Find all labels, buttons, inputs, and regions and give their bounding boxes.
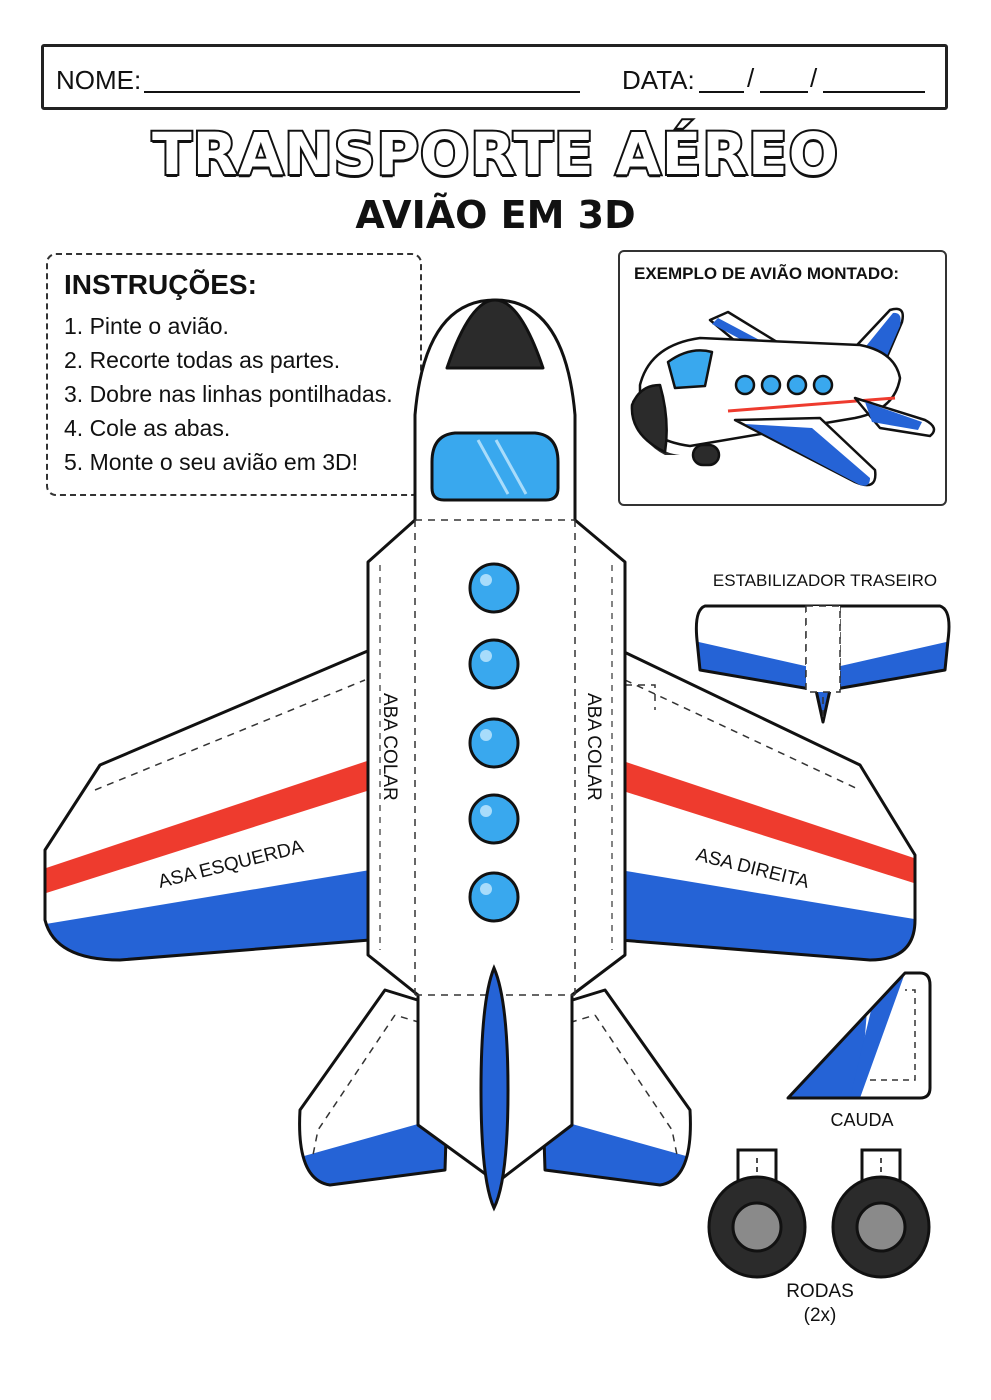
vertical-fin	[479, 964, 510, 1212]
page-subtitle: AVIÃO EM 3D	[355, 193, 636, 237]
fuselage	[366, 298, 627, 1212]
wheel-right	[831, 1148, 931, 1279]
example-label: EXEMPLO DE AVIÃO MONTADO:	[634, 264, 900, 283]
date-slash: /	[810, 63, 818, 93]
tab-left-label: ABA COLAR	[379, 693, 400, 801]
name-label: NOME:	[56, 65, 142, 95]
date-label: DATA:	[622, 65, 695, 95]
left-wing	[43, 648, 372, 962]
instruction-item: 2. Recorte todas as partes.	[64, 347, 341, 373]
date-day-field[interactable]	[699, 91, 744, 93]
cockpit-window	[430, 431, 560, 502]
example-airplane	[630, 307, 936, 487]
instructions-box: INSTRUÇÕES: 1. Pinte o avião. 2. Recorte…	[46, 253, 422, 496]
wheel-left	[707, 1148, 807, 1279]
wheels-count: (2x)	[803, 1305, 837, 1326]
instruction-item: 4. Cole as abas.	[64, 415, 231, 441]
date-month-field[interactable]	[760, 91, 808, 93]
nose-cone	[445, 298, 545, 370]
stabilizer-label: ESTABILIZADOR TRASEIRO	[712, 571, 938, 590]
right-wing	[618, 648, 917, 962]
tail-piece	[786, 971, 932, 1100]
instructions-heading: INSTRUÇÕES:	[64, 269, 257, 300]
header-box: NOME: DATA: / /	[41, 44, 948, 110]
tab-right-label: ABA COLAR	[583, 693, 604, 801]
instruction-item: 5. Monte o seu avião em 3D!	[64, 449, 359, 475]
date-slash: /	[747, 63, 755, 93]
example-box: EXEMPLO DE AVIÃO MONTADO:	[618, 250, 947, 506]
instructions-list: 1. Pinte o avião. 2. Recorte todas as pa…	[64, 309, 404, 479]
page-title: TRANSPORTE AÉREO	[150, 118, 840, 190]
name-field[interactable]	[144, 91, 580, 93]
instruction-item: 1. Pinte o avião.	[64, 313, 229, 339]
wheels-label: RODAS	[786, 1281, 854, 1302]
date-year-field[interactable]	[823, 91, 925, 93]
instruction-item: 3. Dobre nas linhas pontilhadas.	[64, 381, 393, 407]
tail-label: CAUDA	[830, 1110, 894, 1130]
